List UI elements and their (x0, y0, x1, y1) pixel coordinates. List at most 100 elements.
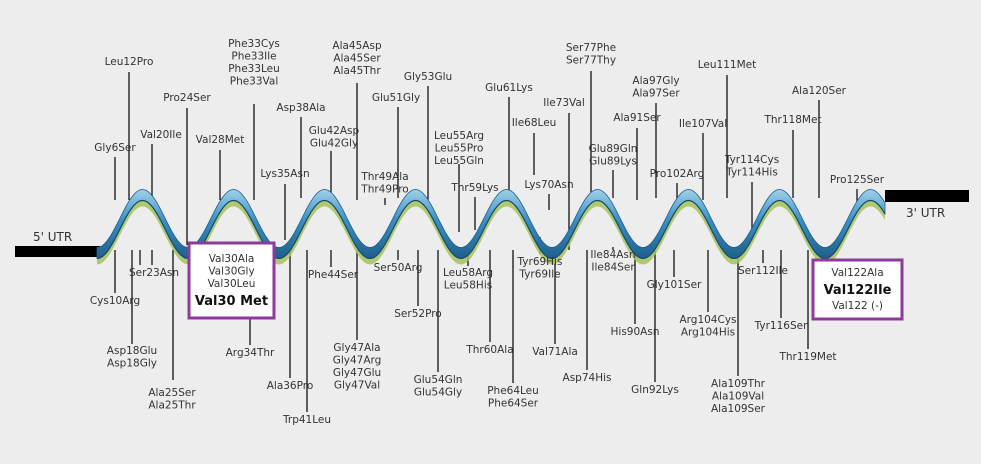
label-line: Gly53Glu (404, 71, 452, 83)
box-val122: Val122Ala Val122Ile Val122 (-) (811, 258, 904, 321)
label-line: Thr49Pro (360, 184, 408, 196)
utr3-bar (885, 190, 969, 202)
label-glu61: Glu61Lys (485, 82, 533, 94)
label-line: Ile68Leu (512, 117, 557, 129)
label-line: Trp41Leu (282, 414, 331, 426)
label-line: Phe44Ser (308, 269, 359, 281)
label-line: Phe33Val (230, 76, 279, 88)
label-ile68: Ile68Leu (512, 117, 557, 129)
label-line: Thr119Met (778, 351, 836, 363)
helix-edge (96, 199, 886, 260)
label-line: Leu58Arg (443, 267, 493, 279)
label-ala120: Ala120Ser (792, 85, 847, 97)
label-line: Ile84Asn (590, 249, 635, 261)
label-ser112: Ser112Ile (738, 265, 788, 277)
label-line: Leu58His (444, 280, 492, 292)
label-glu51: Glu51Gly (372, 92, 420, 104)
label-line: Asp18Glu (107, 345, 157, 357)
label-line: Ala109Val (712, 391, 764, 403)
label-line: Tyr116Ser (754, 320, 808, 332)
label-line: Arg34Thr (226, 347, 275, 359)
label-line: Pro24Ser (163, 92, 211, 104)
label-line: Gly47Val (334, 380, 380, 392)
label-ser52: Ser52Pro (394, 308, 441, 320)
label-line: Ser52Pro (394, 308, 441, 320)
label-line: Glu89Gln (589, 143, 638, 155)
label-line: Arg104Cys (679, 314, 736, 326)
utr5-bar (15, 246, 100, 257)
label-line: Cys10Arg (90, 295, 140, 307)
label-pro125: Pro125Ser (830, 174, 885, 186)
label-line: Leu55Pro (435, 143, 484, 155)
label-line: Thr59Lys (450, 182, 498, 194)
label-thr59: Thr59Lys (450, 182, 498, 194)
label-line: Phe64Ser (488, 398, 539, 410)
label-line: Glu89Lys (589, 156, 637, 168)
label-ala91: Ala91Ser (613, 112, 661, 124)
label-asp38: Asp38Ala (276, 102, 325, 114)
helix-ribbon (96, 189, 886, 265)
label-line: Val20Ile (140, 129, 182, 141)
label-line: Ala45Ser (333, 53, 381, 65)
label-line: Ala109Ser (711, 403, 766, 415)
box-val122-main: Val122Ile (824, 283, 892, 298)
label-gly53: Gly53Glu (404, 71, 452, 83)
label-leu111: Leu111Met (698, 59, 756, 71)
label-line: Ser112Ile (738, 265, 788, 277)
label-line: Leu12Pro (105, 56, 154, 68)
label-line: Phe33Leu (228, 63, 280, 75)
label-ser50: Ser50Arg (374, 262, 423, 274)
label-ile73: Ile73Val (543, 97, 585, 109)
label-line: Ala25Thr (148, 400, 196, 412)
label-line: Thr118Met (763, 114, 821, 126)
label-line: Ile107Val (679, 118, 727, 130)
label-line: Asp38Ala (276, 102, 325, 114)
label-line: Val71Ala (532, 346, 578, 358)
label-ala36: Ala36Pro (267, 380, 314, 392)
label-line: Gly47Ala (333, 342, 380, 354)
label-line: Lys70Asn (524, 179, 573, 191)
label-lys70: Lys70Asn (524, 179, 573, 191)
label-line: Tyr69His (517, 256, 563, 268)
label-leu12: Leu12Pro (105, 56, 154, 68)
label-line: Ile84Ser (591, 262, 635, 274)
helix-back-strand (97, 195, 885, 265)
label-line: Ser23Asn (129, 267, 179, 279)
utr5-label: 5' UTR (33, 230, 72, 244)
label-thr60: Thr60Ala (465, 344, 513, 356)
label-line: Val30Ala (209, 253, 255, 265)
label-line: Gln92Lys (631, 384, 679, 396)
label-line: Ala120Ser (792, 85, 847, 97)
label-line: Pro125Ser (830, 174, 885, 186)
label-line: Glu54Gln (414, 374, 463, 386)
label-line: Glu42Gly (310, 138, 358, 150)
label-line: Asp74His (563, 372, 612, 384)
label-line: Leu111Met (698, 59, 756, 71)
label-line: His90Asn (611, 326, 660, 338)
label-line: Glu51Gly (372, 92, 420, 104)
label-line: Tyr114Cys (724, 154, 779, 166)
label-line: Phe33Ile (231, 51, 276, 63)
label-gly101: Gly101Ser (647, 279, 702, 291)
label-his90: His90Asn (611, 326, 660, 338)
label-gln92: Gln92Lys (631, 384, 679, 396)
box-val30-frame (187, 241, 276, 320)
label-cys10: Cys10Arg (90, 295, 140, 307)
label-line: Val30Leu (208, 278, 256, 290)
box-val122-frame (811, 258, 904, 321)
